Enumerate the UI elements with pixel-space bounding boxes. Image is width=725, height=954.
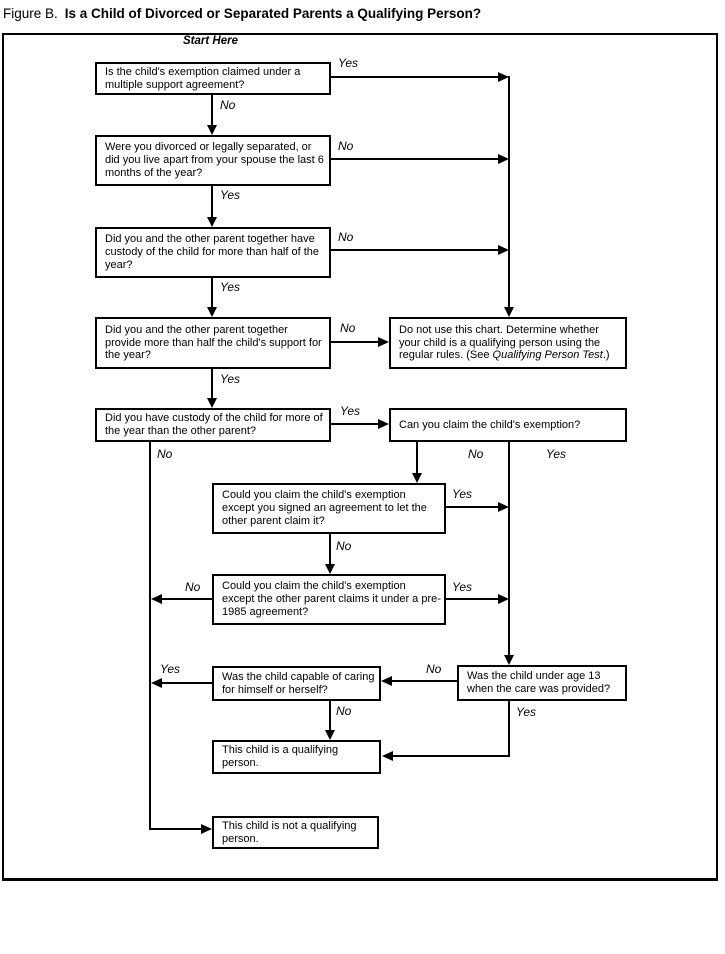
figure-title-text: Is a Child of Divorced or Separated Pare… [64, 6, 482, 21]
edge-agree-no-line [329, 534, 331, 564]
node-can-claim-exemption: Can you claim the child's exemption? [389, 408, 627, 442]
edge-div-no-line [331, 158, 498, 160]
edge-agree-yes-arrowhead [498, 502, 509, 512]
edge-msa-yes-arrowhead [498, 72, 509, 82]
edge-age13-yes-vline [508, 701, 510, 757]
node-under-age-13: Was the child under age 13 when the care… [457, 665, 627, 701]
edge-pre85-no-arrowhead [151, 594, 162, 604]
label-care-no: No [336, 704, 352, 718]
node-text: Is the child's exemption claimed under a… [105, 65, 301, 91]
edge-claim-yes-line [508, 442, 510, 655]
edge-agree-yes-line [446, 506, 498, 508]
node-joint-support: Did you and the other parent together pr… [95, 317, 331, 369]
figure-number: Figure B. [3, 6, 58, 21]
label-more-yes: Yes [340, 404, 361, 418]
edge-div-no-arrowhead [498, 154, 509, 164]
edge-supp-no-arrowhead [378, 337, 389, 347]
edge-age13-yes-arrowhead [382, 751, 393, 761]
label-cust-no: No [338, 230, 354, 244]
label-msa-yes: Yes [338, 56, 359, 70]
node-text: Can you claim the child's exemption? [399, 418, 581, 431]
node-text: Did you and the other parent together pr… [105, 323, 322, 362]
node-signed-agreement: Could you claim the child's exemption ex… [212, 483, 446, 534]
right-rail-arrowhead [504, 307, 514, 317]
left-rail-bottom-line [149, 828, 202, 830]
label-agree-no: No [336, 539, 352, 553]
label-pre85-no: No [185, 580, 201, 594]
edge-div-yes-arrowhead [207, 217, 217, 227]
node-text: Was the child under age 13 when the care… [467, 670, 611, 695]
edge-claim-yes-arrowhead [504, 655, 514, 665]
node-text: This child is not a qualifying person. [222, 819, 357, 845]
edge-cust-yes-line [211, 278, 213, 307]
edge-supp-no-line [331, 341, 378, 343]
label-supp-yes: Yes [220, 372, 241, 386]
node-multiple-support-agreement: Is the child's exemption claimed under a… [95, 62, 331, 95]
label-care-yes: Yes [160, 662, 181, 676]
edge-cust-no-arrowhead [498, 245, 509, 255]
left-rail-arrowhead [201, 824, 212, 834]
node-text: Did you and the other parent together ha… [105, 233, 320, 271]
qualifying-person-test-reference: Qualifying Person Test [492, 349, 603, 362]
chart-border [2, 33, 718, 881]
edge-msa-no-line [211, 95, 213, 125]
node-joint-custody: Did you and the other parent together ha… [95, 227, 331, 278]
node-qualifying-person: This child is a qualifying person. [212, 740, 381, 774]
edge-pre85-yes-line [446, 598, 498, 600]
node-text: Do not use this chart. Determine whether… [399, 324, 622, 362]
edge-claim-no-line [416, 442, 418, 473]
edge-cust-no-line [331, 249, 498, 251]
node-more-custody: Did you have custody of the child for mo… [95, 408, 331, 442]
edge-age13-no-line [392, 680, 457, 682]
edge-care-no-arrowhead [325, 730, 335, 740]
edge-msa-no-arrowhead [207, 125, 217, 135]
edge-care-yes-arrowhead [151, 678, 162, 688]
edge-care-no-line [329, 701, 331, 730]
node-do-not-use-chart: Do not use this chart. Determine whether… [389, 317, 627, 369]
edge-pre85-no-line [162, 598, 212, 600]
node-child-self-care: Was the child capable of caring for hims… [212, 666, 381, 701]
edge-supp-yes-arrowhead [207, 398, 217, 408]
edge-age13-yes-hline [393, 755, 510, 757]
edge-care-yes-line [162, 682, 212, 684]
edge-agree-no-arrowhead [325, 564, 335, 574]
label-age13-yes: Yes [516, 705, 537, 719]
label-div-yes: Yes [220, 188, 241, 202]
edge-supp-yes-line [211, 369, 213, 398]
edge-msa-yes-line [331, 76, 498, 78]
edge-cust-yes-arrowhead [207, 307, 217, 317]
label-claim-yes: Yes [546, 447, 567, 461]
label-agree-yes: Yes [452, 487, 473, 501]
node-text: Could you claim the child's exemption ex… [222, 489, 427, 527]
label-more-no: No [157, 447, 173, 461]
node-pre-1985-agreement: Could you claim the child's exemption ex… [212, 574, 446, 625]
figure-title: Figure B. Is a Child of Divorced or Separ… [3, 6, 481, 21]
left-rail-line [149, 442, 151, 830]
right-rail-line [508, 76, 510, 307]
edge-pre85-yes-arrowhead [498, 594, 509, 604]
label-div-no: No [338, 139, 354, 153]
edge-div-yes-line [211, 186, 213, 217]
node-divorced-or-separated: Were you divorced or legally separated, … [95, 135, 331, 186]
edge-more-yes-arrowhead [378, 419, 389, 429]
label-supp-no: No [340, 321, 356, 335]
node-not-qualifying-person: This child is not a qualifying person. [212, 816, 379, 849]
do-not-use-text: Do not use this chart. Determine whether… [399, 323, 601, 362]
label-msa-no: No [220, 98, 236, 112]
edge-claim-no-arrowhead [412, 473, 422, 483]
label-cust-yes: Yes [220, 280, 241, 294]
label-claim-no: No [468, 447, 484, 461]
node-text: Was the child capable of caring for hims… [222, 670, 375, 696]
label-age13-no: No [426, 662, 442, 676]
start-here-label: Start Here [183, 35, 238, 47]
node-text: Were you divorced or legally separated, … [105, 141, 324, 179]
label-pre85-yes: Yes [452, 580, 473, 594]
node-text: Did you have custody of the child for mo… [105, 412, 323, 437]
edge-age13-no-arrowhead [381, 676, 392, 686]
edge-more-yes-line [331, 423, 378, 425]
do-not-use-text-end: .) [602, 349, 610, 362]
node-text: Could you claim the child's exemption ex… [222, 580, 441, 618]
node-text: This child is a qualifying person. [222, 744, 339, 769]
